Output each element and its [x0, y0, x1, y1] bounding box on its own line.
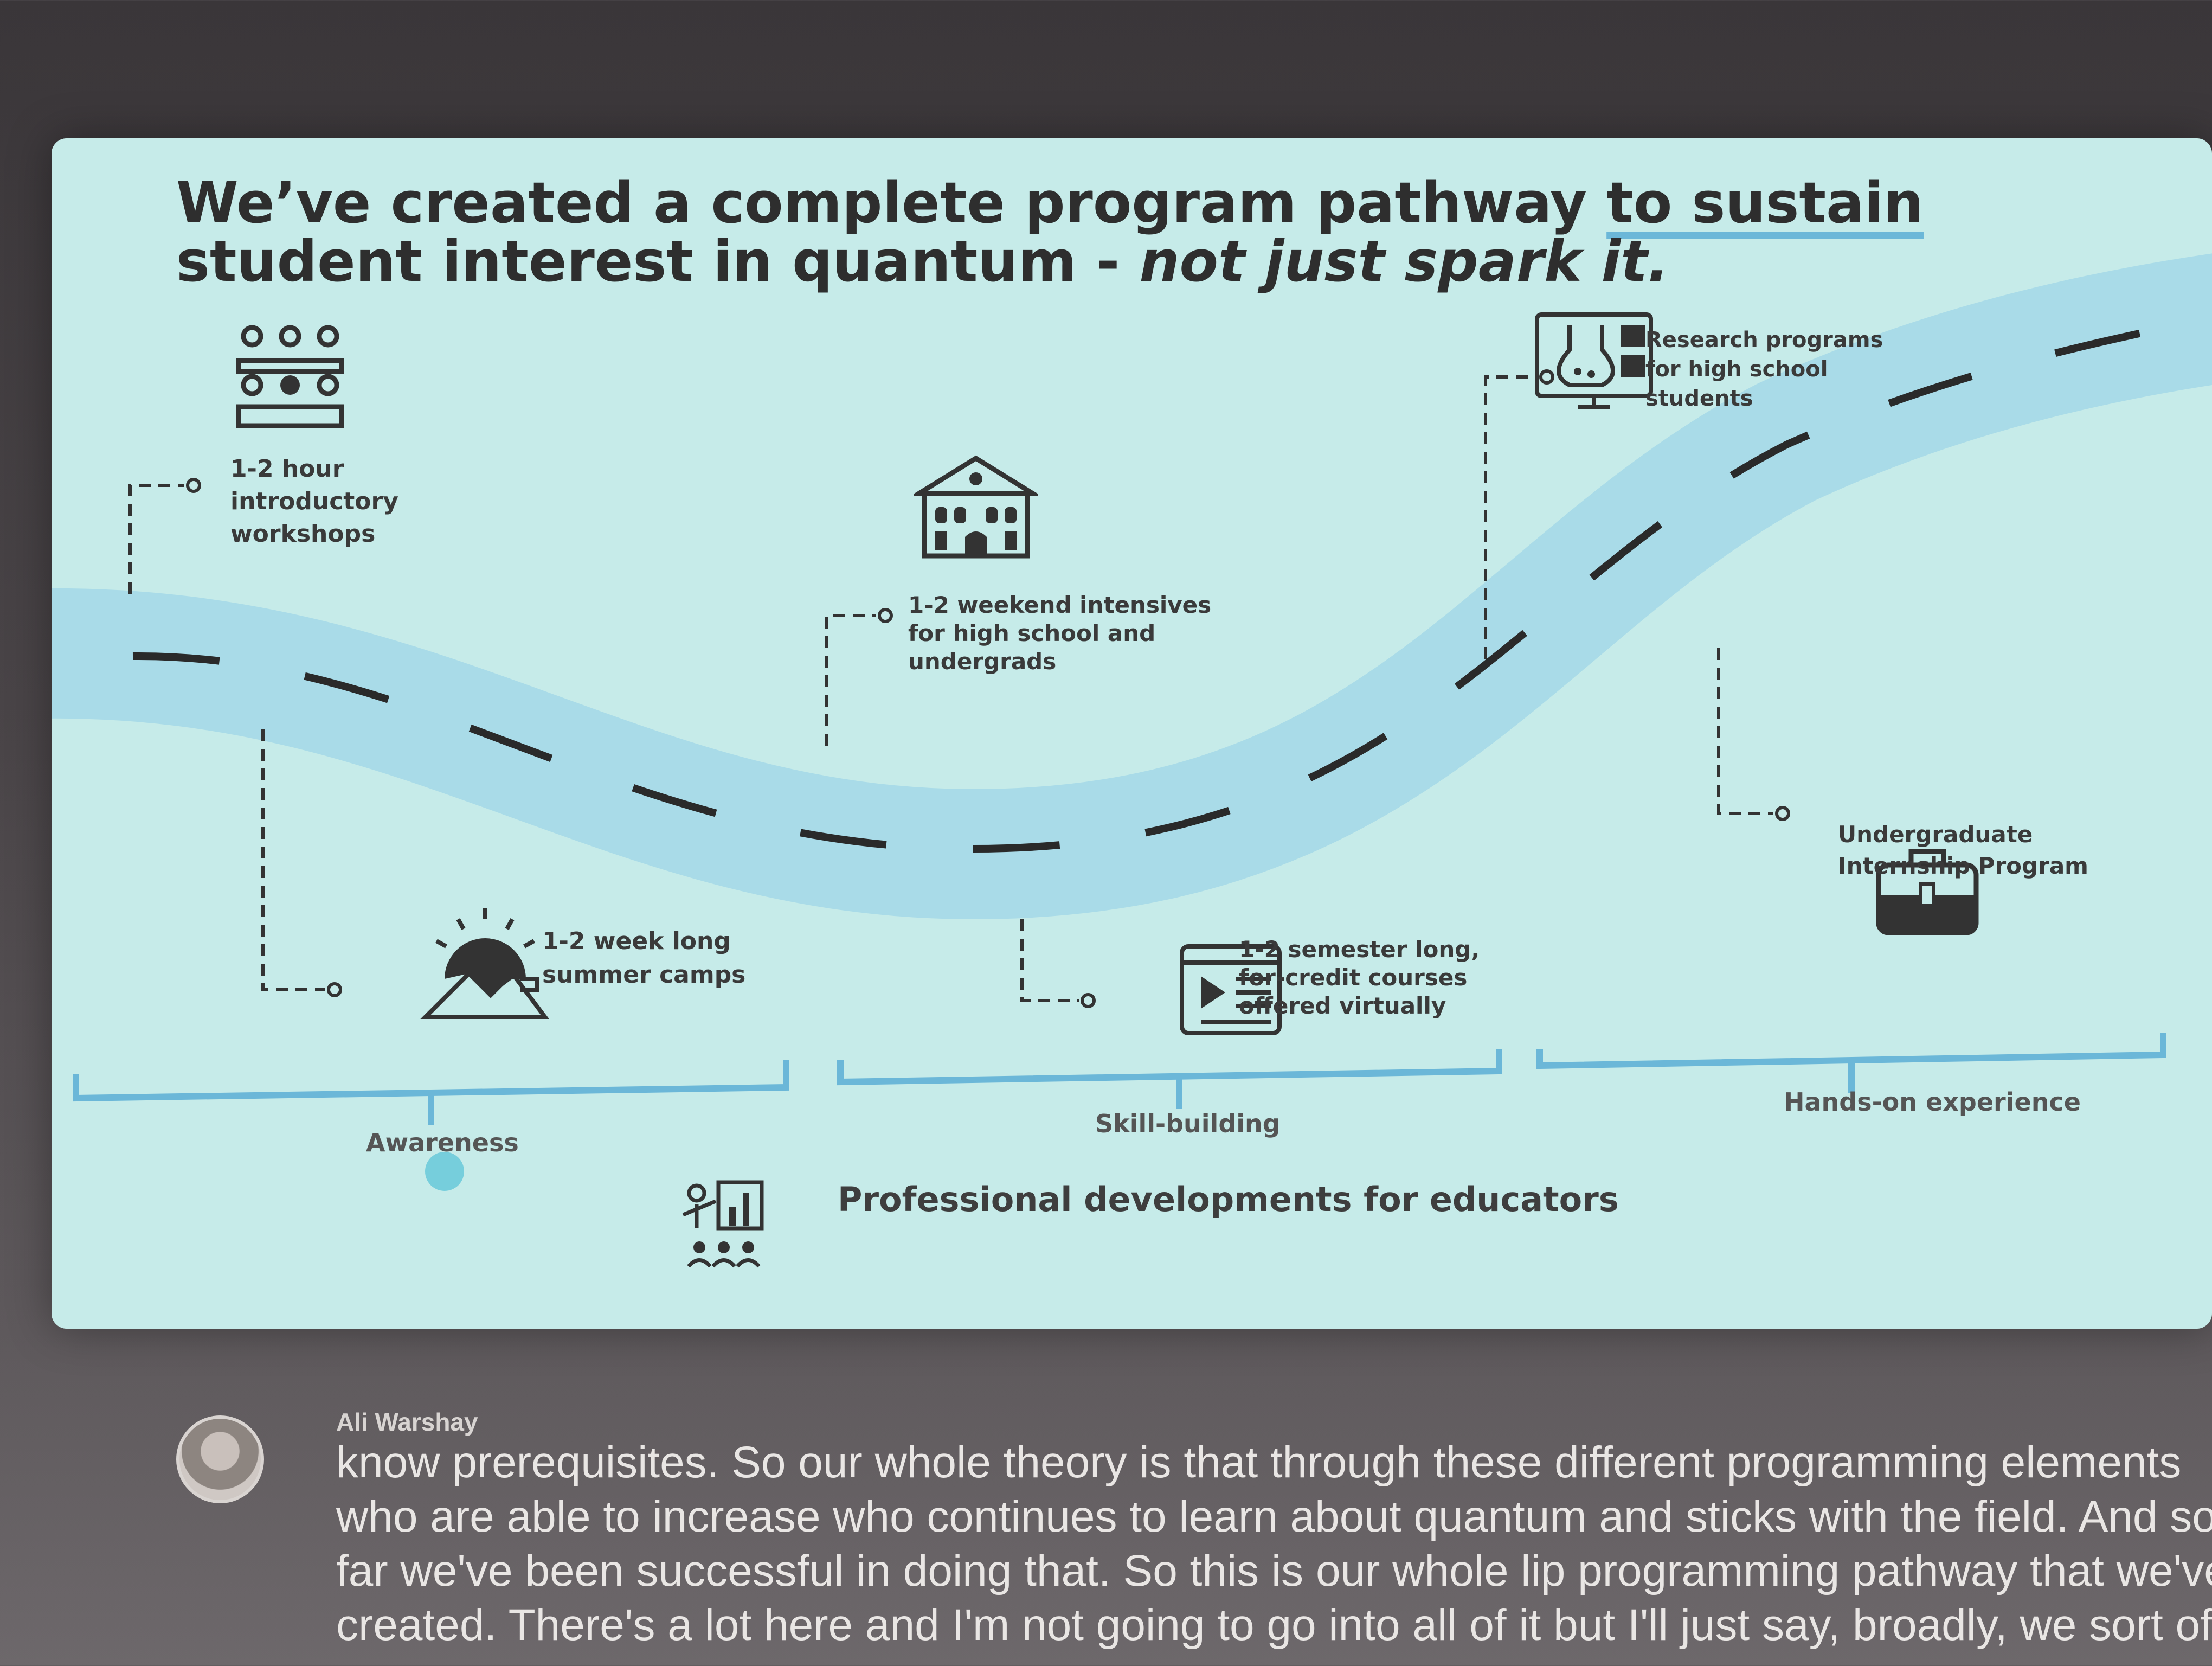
milestone-summer-camps: 1-2 week long summer camps [542, 927, 746, 989]
educator-icon [682, 1180, 764, 1268]
caption-line: far we've been successful in doing that.… [336, 1546, 2212, 1595]
connector-research [1484, 375, 1537, 659]
milestone-workshops: 1-2 hour introductory workshops [230, 455, 398, 548]
caption-line: created. There's a lot here and I'm not … [336, 1600, 2212, 1650]
milestone-research-programs: Research programs for high school studen… [1645, 328, 1883, 411]
caption-line: know prerequisites. So our whole theory … [336, 1438, 2182, 1487]
road-centerline [132, 316, 2205, 853]
connector-weekend [825, 614, 876, 746]
stage-brackets [73, 1033, 2166, 1125]
bracket-skill-building [837, 1049, 1502, 1086]
connector-node [1775, 806, 1790, 821]
classroom-icon [236, 325, 344, 428]
connector-summer-camps [261, 729, 325, 991]
stage-skill-building: Skill-building [1095, 1109, 1281, 1138]
presentation-slide: We’ve created a complete program pathway… [52, 138, 2212, 1329]
title-underlined: to sustain [1606, 170, 1924, 236]
sun-mountain-icon [420, 908, 549, 1019]
connector-internship [1717, 648, 1773, 815]
stage-hands-on: Hands-on experience [1784, 1087, 2081, 1117]
connector-workshops [128, 484, 184, 594]
pathway-road [52, 253, 2212, 1191]
video-course-icon [1180, 944, 1282, 1035]
briefcase-icon [1876, 849, 1979, 935]
connector-semester [1020, 919, 1079, 1002]
bracket-awareness [73, 1060, 789, 1102]
milestone-semester-courses: 1-2 semester long, for-credit courses of… [1239, 936, 1480, 1019]
stage-awareness: Awareness [366, 1128, 519, 1157]
connector-node [1539, 369, 1554, 385]
connector-node [878, 608, 893, 623]
connector-node [1081, 993, 1096, 1008]
lab-monitor-icon [1535, 312, 1653, 409]
university-icon [914, 455, 1038, 559]
connector-node [186, 478, 201, 493]
speaker-avatar [176, 1415, 264, 1503]
slide-title: We’ve created a complete program pathway… [176, 170, 1924, 294]
milestone-weekend-intensives: 1-2 weekend intensives for high school a… [908, 592, 1212, 675]
speaker-name: Ali Warshay [336, 1408, 478, 1436]
professional-development-label: Professional developments for educators [838, 1180, 1619, 1219]
title-emphasis: not just spark it. [1139, 228, 1669, 294]
connector-node [327, 982, 342, 997]
caption-line: who are able to increase who continues t… [336, 1492, 2212, 1541]
milestone-internship: Undergraduate Internship Program [1838, 821, 2088, 879]
pointer-dot [425, 1152, 464, 1191]
